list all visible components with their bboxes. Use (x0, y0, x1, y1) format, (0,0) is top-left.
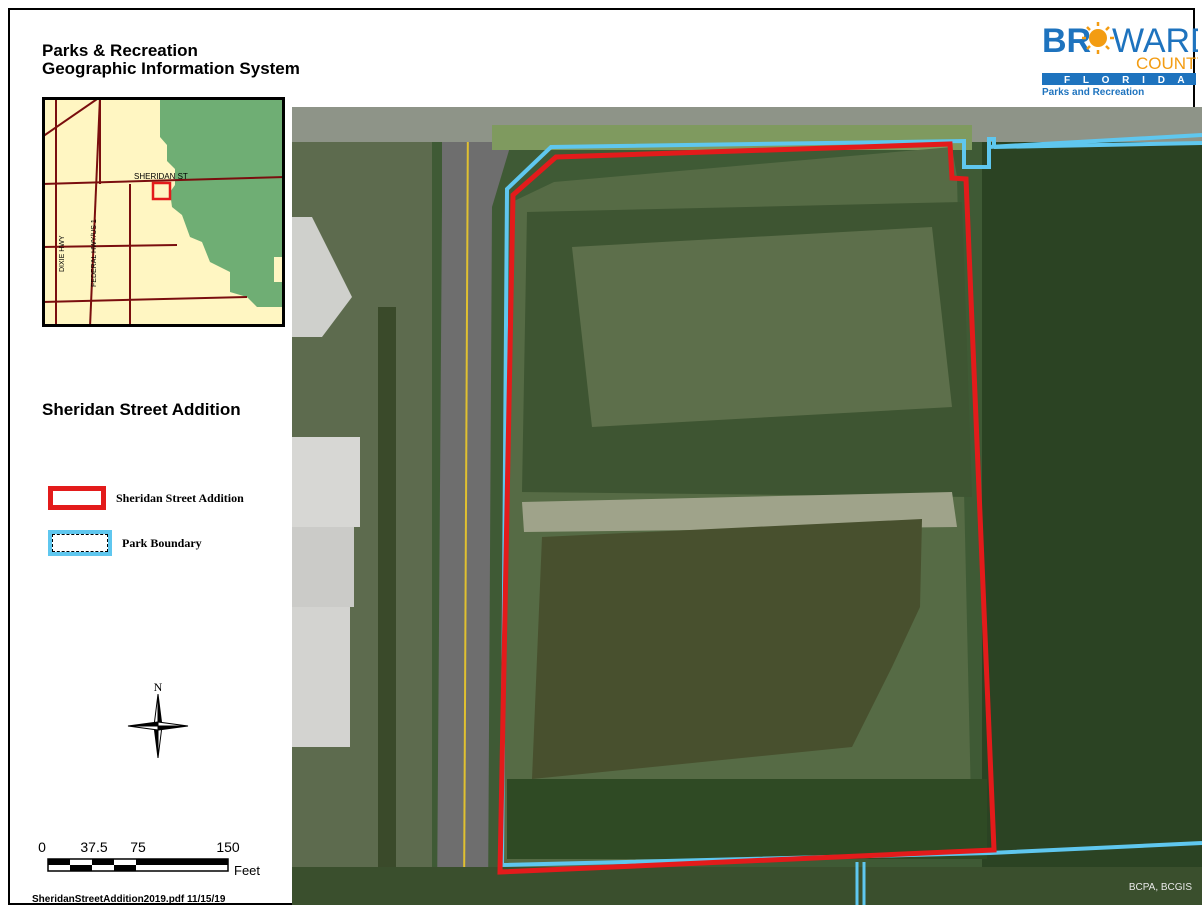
inset-road-label-dixie: DIXIE HWY (59, 235, 66, 272)
inset-site-marker (151, 181, 172, 201)
inset-locator-map: SHERIDAN ST DIXIE HWY FEDERAL HWY/US 1 (42, 97, 285, 327)
pond (532, 519, 922, 779)
map-title: Parks & Recreation Geographic Informatio… (42, 42, 300, 78)
scale-tick-1: 37.5 (80, 839, 107, 855)
legend-label-park-boundary: Park Boundary (122, 535, 202, 550)
site-title: Sheridan Street Addition (42, 400, 241, 419)
north-arrow: N (127, 680, 189, 759)
legend-swatch-addition (48, 486, 106, 510)
logo-text-dept: Parks and Recreation (1042, 87, 1144, 98)
park-area (160, 97, 285, 307)
park-boundary (499, 137, 1203, 868)
aerial-imagery (292, 106, 1203, 906)
sun-icon (1082, 22, 1114, 54)
broward-county-logo: BR WARD COUNTY F L O R I D A Parks and R… (1042, 22, 1198, 98)
legend-item-park-boundary: Park Boundary (48, 530, 202, 556)
scale-bar: 0 37.5 75 150 Feet (38, 839, 260, 878)
legend-swatch-park-boundary (48, 530, 112, 556)
scale-tick-2: 75 (130, 839, 146, 855)
scale-tick-0: 0 (38, 839, 46, 855)
title-line-1: Parks & Recreation (42, 41, 198, 60)
compass-rose-icon (127, 693, 189, 759)
inset-street-label: SHERIDAN ST (134, 172, 188, 181)
scale-unit: Feet (234, 863, 260, 878)
logo-text-bro: BR (1042, 22, 1091, 60)
scale-tick-3: 150 (216, 839, 240, 855)
aerial-map: BCPA, BCGIS (292, 106, 1203, 906)
logo-text-state: F L O R I D A (1064, 75, 1190, 86)
inset-roads (42, 97, 285, 327)
legend-label-addition: Sheridan Street Addition (116, 490, 244, 505)
title-line-2: Geographic Information System (42, 59, 300, 78)
legend-item-addition: Sheridan Street Addition (48, 486, 244, 510)
logo-text-county: COUNTY (1136, 54, 1198, 73)
sheridan-street-addition-outline (497, 141, 997, 875)
imagery-credit: BCPA, BCGIS (1128, 882, 1192, 893)
document-footer: SheridanStreetAddition2019.pdf 11/15/19 (32, 894, 226, 905)
north-label: N (154, 680, 163, 694)
inset-road-label-federal: FEDERAL HWY/US 1 (91, 219, 98, 287)
logo-text-ward: WARD (1112, 22, 1198, 60)
